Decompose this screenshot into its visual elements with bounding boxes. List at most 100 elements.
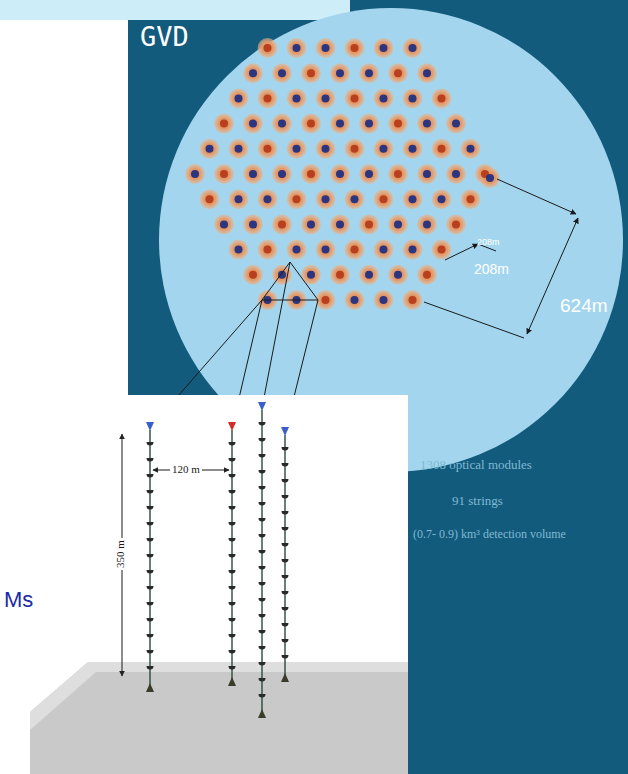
optical-module [147, 442, 154, 446]
string-halo [258, 189, 278, 209]
optical-module [229, 666, 236, 670]
optical-module [147, 490, 154, 494]
string-buoy [228, 422, 236, 431]
optical-module [229, 554, 236, 558]
string-position [249, 170, 257, 178]
optical-module [229, 602, 236, 606]
string-halo [403, 38, 423, 58]
string-halo [359, 164, 379, 184]
optical-module [147, 650, 154, 654]
spec-note: 1308 optical modules [420, 458, 532, 472]
string-position [409, 94, 417, 102]
string-position [365, 271, 373, 279]
optical-module [259, 486, 266, 490]
optical-module [147, 570, 154, 574]
string-position [365, 120, 373, 128]
string-position [423, 170, 431, 178]
optical-module [229, 634, 236, 638]
string-anchor [146, 683, 154, 692]
optical-module [147, 474, 154, 478]
string-position [365, 170, 373, 178]
string-halo [316, 38, 336, 58]
string-halo [359, 114, 379, 134]
string-halo [446, 214, 466, 234]
dimension-label: 120 m [170, 463, 202, 475]
string-halo [272, 114, 292, 134]
optical-module [282, 591, 289, 595]
string-position [322, 94, 330, 102]
string-position [351, 246, 359, 254]
string-halo [301, 164, 321, 184]
string-position [249, 271, 257, 279]
dimension-label: 350 m [114, 538, 126, 570]
string-position [409, 246, 417, 254]
string-position [264, 195, 272, 203]
string-position [220, 170, 228, 178]
cluster-strings [146, 402, 289, 718]
string-halo [359, 265, 379, 285]
optical-module [259, 422, 266, 426]
string-position [278, 220, 286, 228]
optical-module [229, 538, 236, 542]
optical-module [259, 678, 266, 682]
string-halo [214, 164, 234, 184]
string-halo [229, 88, 249, 108]
string-position [336, 120, 344, 128]
string-halo [345, 38, 365, 58]
string-halo [287, 139, 307, 159]
optical-module [229, 650, 236, 654]
string-position [409, 195, 417, 203]
string-position [394, 271, 402, 279]
optical-module [259, 630, 266, 634]
optical-module [147, 554, 154, 558]
string-position [423, 220, 431, 228]
string-halo [345, 88, 365, 108]
string-position [235, 246, 243, 254]
optical-module [282, 543, 289, 547]
string-halo [432, 88, 452, 108]
optical-module [282, 495, 289, 499]
string-position [307, 220, 315, 228]
string-halo [403, 290, 423, 310]
string-position [336, 69, 344, 77]
string-position [307, 69, 315, 77]
dimension-lines [424, 179, 578, 338]
string-halo [316, 88, 336, 108]
string-position [235, 145, 243, 153]
string-position [336, 170, 344, 178]
string-position [336, 220, 344, 228]
string-halo [432, 189, 452, 209]
optical-module [229, 522, 236, 526]
string-position [380, 296, 388, 304]
distance-label: 624m [560, 296, 608, 317]
string-halo [287, 88, 307, 108]
optical-module [259, 598, 266, 602]
string-position [394, 120, 402, 128]
string-position [394, 170, 402, 178]
string-halo [461, 139, 481, 159]
distance-label: 208m [474, 262, 509, 277]
string-position [409, 44, 417, 52]
string-position [293, 195, 301, 203]
string-buoy [146, 422, 154, 431]
optical-module [259, 646, 266, 650]
lake-floor [30, 662, 408, 774]
string-halo [374, 290, 394, 310]
string-position [467, 195, 475, 203]
string-position [394, 220, 402, 228]
string-halo [301, 114, 321, 134]
string-position [365, 69, 373, 77]
string-halo [229, 189, 249, 209]
string-position [249, 69, 257, 77]
optical-module [229, 506, 236, 510]
string-anchor [281, 673, 289, 682]
string-position [380, 44, 388, 52]
string-position [278, 120, 286, 128]
title: GVD [140, 22, 189, 52]
string-halo [243, 265, 263, 285]
string-halo [446, 164, 466, 184]
string-halo [272, 214, 292, 234]
optical-module [282, 607, 289, 611]
string-position [264, 44, 272, 52]
